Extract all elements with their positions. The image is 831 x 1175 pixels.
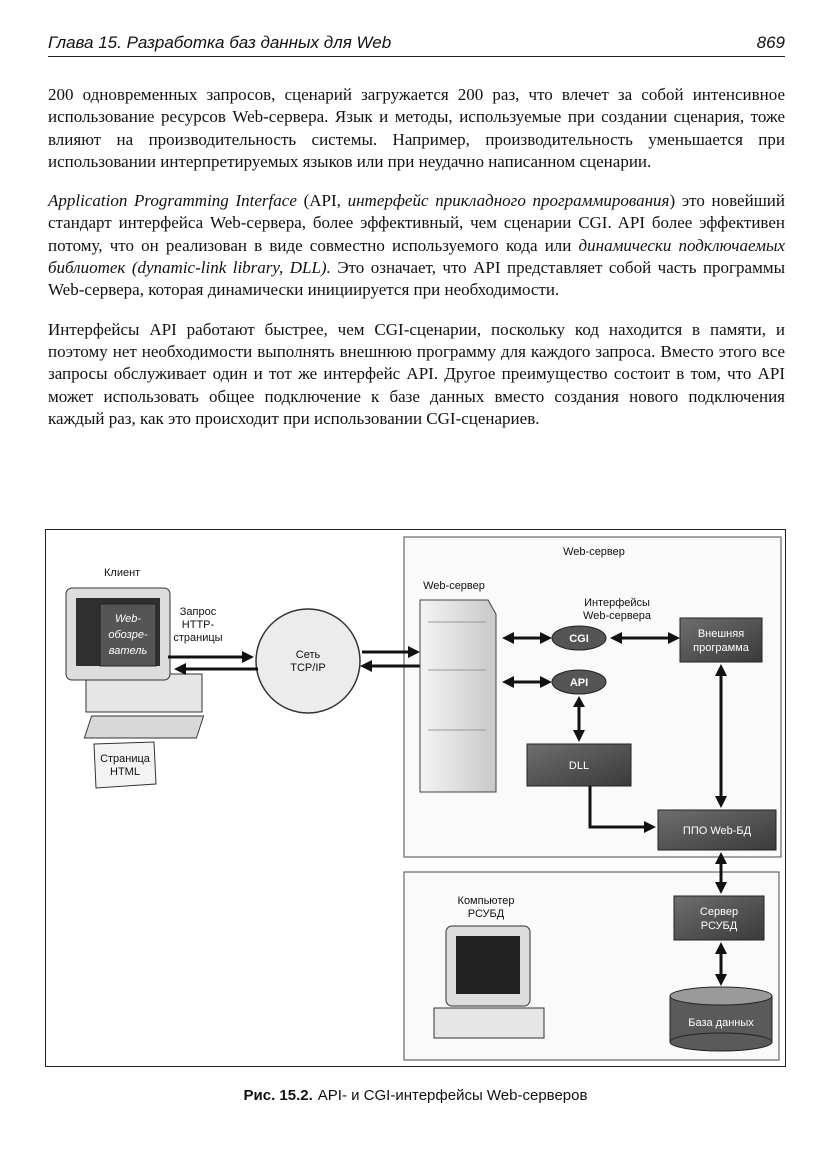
dbms-computer-label-1: Компьютер [458,895,515,907]
client-computer-icon: Web- обозре- ватель [65,587,205,739]
web-server-label: Web-сервер [423,580,485,592]
arrow-server-to-network [360,660,422,672]
dbms-server-box: Сервер РСУБД [673,895,765,941]
paragraph: 200 одновременных запросов, сценарий заг… [48,84,785,173]
network-label-2: TCP/IP [290,662,325,674]
caption-label: Рис. 15.2. [243,1087,313,1104]
database-label: База данных [688,1017,754,1029]
running-header: Глава 15. Разработка баз данных для Web … [48,30,785,57]
text-run: Это означает, что API представляет собой… [48,258,786,300]
italic-term: динамически подключаемых библиотек (dyna… [48,235,785,278]
network-label-1: Сеть [296,649,321,661]
request-label-2: HTTP- [182,619,215,631]
middleware-box: ППО Web-БД [657,809,777,851]
interfaces-label-2: Web-сервера [583,610,652,622]
network-circle: Сеть TCP/IP [255,608,361,714]
arrow-external-middleware [715,664,727,808]
web-server-icon [419,599,497,793]
external-program-box: Внешняя программа [679,617,763,663]
dbms-computer-label-2: РСУБД [468,908,505,920]
database-cylinder: База данных [669,986,773,1052]
text-run: 200 одновременных запросов, сценарий заг… [48,85,785,171]
page-number: 869 [756,33,785,52]
text-run: Интерфейсы API работают быстрее, чем CGI… [48,319,785,428]
arrow-server-cgi [502,632,552,644]
arrow-server-api [502,676,552,688]
dbms-computer-icon [433,925,545,1039]
paragraph: Интерфейсы API работают быстрее, чем CGI… [48,319,785,430]
figure-caption: Рис. 15.2.API- и CGI-интерфейсы Web-серв… [0,1087,831,1104]
dll-label: DLL [569,760,589,772]
italic-term: Application Programming Interface [48,191,297,211]
interfaces-label-1: Интерфейсы [584,597,650,609]
arrow-api-dll [573,696,585,742]
body-text: 200 одновременных запросов, сценарий заг… [48,84,785,447]
api-label: API [570,677,588,689]
arrow-dbms-server-database [715,942,727,986]
arrow-middleware-dbms-server [715,852,727,894]
external-program-label-1: Внешняя [698,628,744,640]
middleware-label: ППО Web-БД [683,825,752,837]
request-label-3: страницы [173,632,222,644]
browser-label-2: обозре- [108,629,148,641]
arrow-network-to-client [174,663,258,675]
caption-text: API- и CGI-интерфейсы Web-серверов [317,1087,588,1104]
text-run: ) это новейший стандарт интерфейса Web-с… [48,191,785,255]
diagram-svg: Web- обозре- ватель Клиент Запрос HTTP- … [65,536,782,1061]
italic-term: интерфейс прикладного программирования [347,191,670,211]
html-page-icon: Страница HTML [93,741,157,789]
paragraph: Application Programming Interface (API, … [48,190,785,301]
arrow-network-to-server [362,646,420,658]
dbms-server-label-2: РСУБД [701,920,738,932]
browser-label-3: ватель [109,645,148,657]
browser-label-1: Web- [115,613,141,625]
text-run: (API, [296,191,348,211]
web-server-area-label: Web-сервер [563,546,625,558]
arrow-client-to-network [168,651,254,663]
chapter-title: Глава 15. Разработка баз данных для Web [48,33,392,52]
request-label-1: Запрос [180,606,217,618]
external-program-label-2: программа [693,642,750,654]
dll-box: DLL [526,743,632,787]
arrow-dll-middleware [588,786,656,833]
cgi-label: CGI [569,633,589,645]
api-ellipse: API [551,669,607,695]
html-page-label-1: Страница [100,753,151,765]
client-label: Клиент [104,567,140,579]
arrow-cgi-external [610,632,680,644]
dbms-server-label-1: Сервер [700,906,738,918]
cgi-ellipse: CGI [551,625,607,651]
figure-api-cgi-diagram: Web- обозре- ватель Клиент Запрос HTTP- … [45,529,786,1067]
html-page-label-2: HTML [110,766,140,778]
